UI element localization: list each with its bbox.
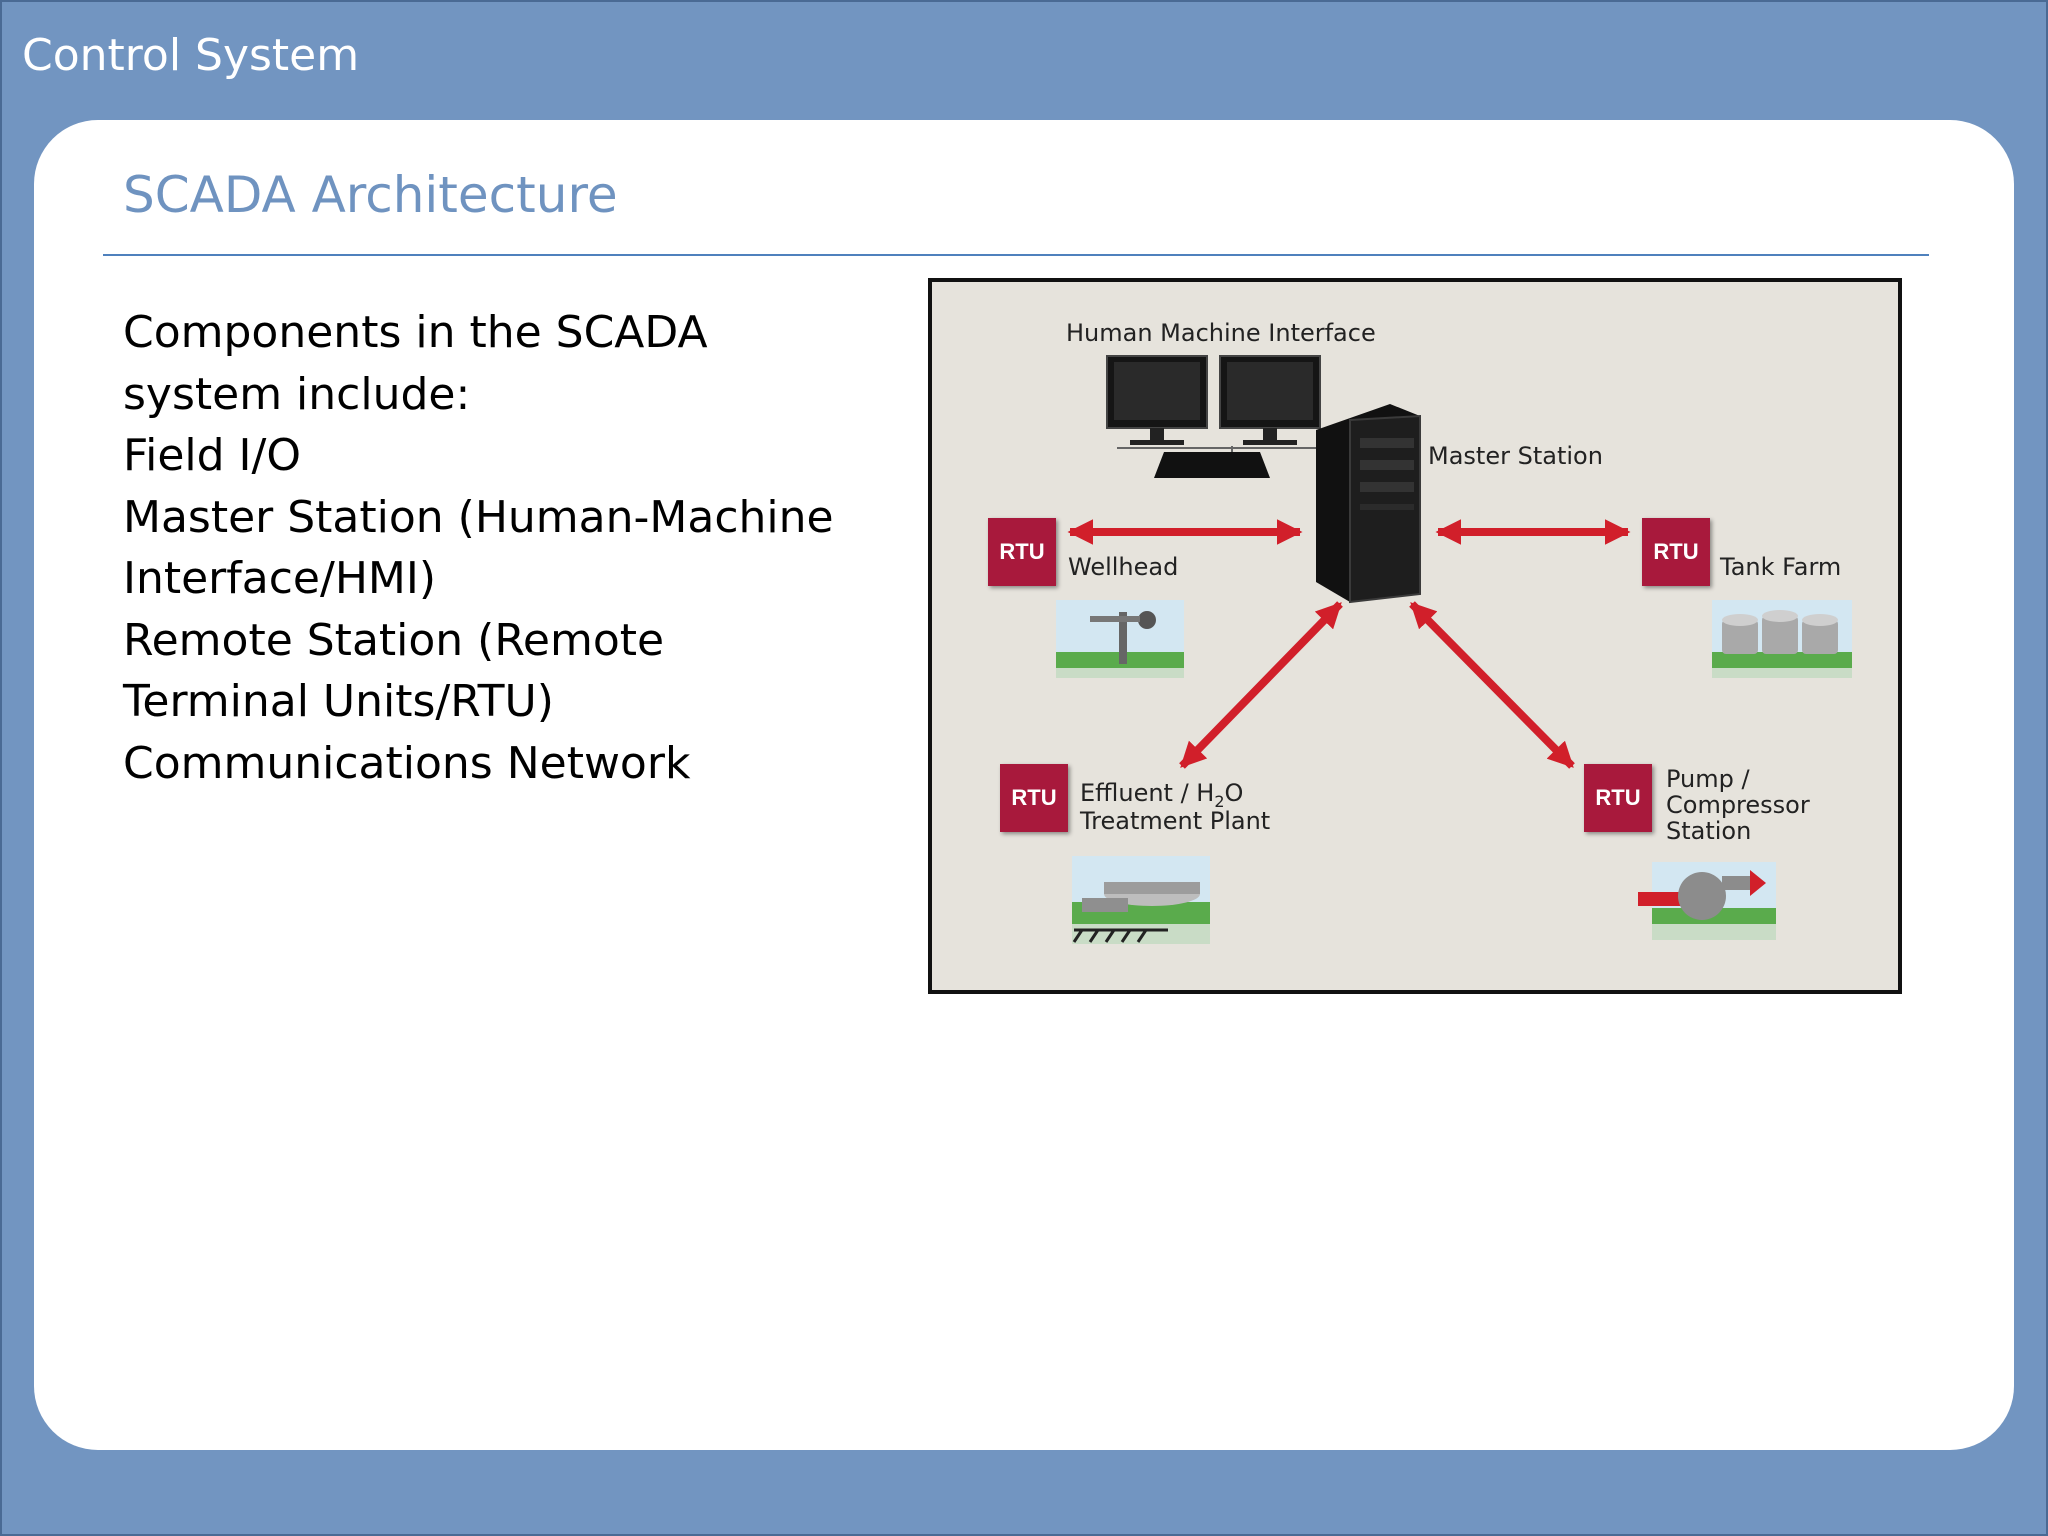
- bullet-list: Components in the SCADA system include: …: [123, 302, 863, 794]
- bullet-item: Field I/O: [123, 430, 301, 481]
- bullet-item: Components in the SCADA system include:: [123, 307, 708, 420]
- server-tower-icon: [1316, 404, 1421, 604]
- monitor-icon: [1106, 355, 1208, 445]
- rtu-badge-pump: RTU: [1584, 764, 1652, 832]
- tankfarm-image: [1712, 600, 1852, 678]
- keyboard-icon: [1154, 452, 1270, 478]
- effluent-label: Effluent / H2O: [1080, 780, 1243, 815]
- wellhead-image: [1056, 600, 1184, 678]
- pump-label-line2: Compressor: [1666, 791, 1810, 819]
- effluent-subscript: 2: [1214, 791, 1225, 811]
- master-station-label: Master Station: [1428, 442, 1603, 470]
- tankfarm-label: Tank Farm: [1720, 553, 1842, 581]
- bullet-item: Remote Station (Remote Terminal Units/RT…: [123, 614, 665, 728]
- section-header-title: Control System: [22, 30, 360, 81]
- bullet-item: Master Station (Human-Machine Interface/…: [123, 491, 834, 605]
- scada-diagram: Human Machine Interface Master Station R…: [928, 278, 1902, 994]
- slide-title: SCADA Architecture: [123, 166, 618, 224]
- monitor-icon: [1219, 355, 1321, 445]
- pump-label-line3: Station: [1666, 817, 1752, 845]
- arrow-master-effluent: [1179, 601, 1343, 769]
- diagram-graphics: [1056, 355, 1852, 944]
- treatment-plant-label: Treatment Plant: [1080, 807, 1271, 835]
- rtu-badge-tankfarm: RTU: [1642, 518, 1710, 586]
- arrow-master-pump: [1409, 601, 1575, 769]
- effluent-label-part: O: [1224, 779, 1244, 807]
- rtu-badge-effluent: RTU: [1000, 764, 1068, 832]
- pump-label-line1: Pump /: [1666, 765, 1750, 793]
- hmi-label: Human Machine Interface: [1066, 319, 1376, 347]
- rtu-badge-wellhead: RTU: [988, 518, 1056, 586]
- bullet-item: Communications Network: [123, 737, 691, 789]
- wellhead-label: Wellhead: [1068, 553, 1179, 581]
- effluent-label-part: Effluent / H: [1080, 779, 1215, 807]
- treatment-plant-image: [1072, 856, 1210, 944]
- title-divider: [103, 254, 1929, 256]
- pump-image: [1638, 862, 1776, 940]
